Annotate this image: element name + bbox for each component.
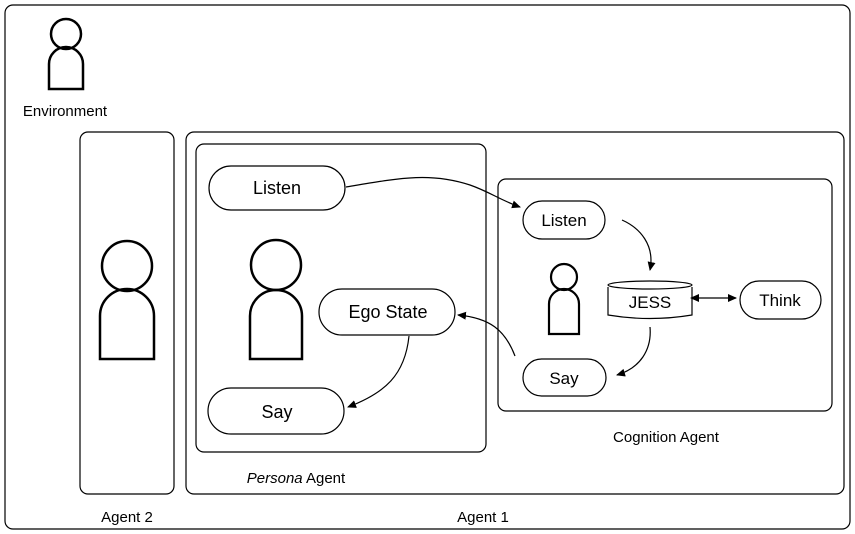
environment-label: Environment bbox=[23, 103, 108, 120]
persona-say-label: Say bbox=[261, 402, 292, 422]
arrow-persona-listen-to-cognition-listen bbox=[345, 176, 521, 209]
agent2-label: Agent 2 bbox=[101, 509, 153, 526]
persona-say-node bbox=[207, 387, 345, 435]
persona-agent-label-italic: Persona bbox=[247, 470, 303, 487]
agent1-box bbox=[185, 131, 845, 495]
ego-state-node bbox=[318, 288, 456, 336]
jess-label: JESS bbox=[629, 293, 672, 312]
persona-listen-node bbox=[208, 165, 346, 211]
cognition-agent-label: Cognition Agent bbox=[613, 429, 720, 446]
cognition-agent-box bbox=[497, 178, 833, 412]
persona-agent-label-rest: Agent bbox=[303, 470, 346, 487]
cognition-person-icon bbox=[547, 262, 581, 336]
agent2-box bbox=[79, 131, 175, 495]
think-label: Think bbox=[759, 291, 801, 310]
cognition-say-label: Say bbox=[549, 369, 579, 388]
environment-person-icon bbox=[47, 17, 85, 91]
persona-person-icon bbox=[248, 238, 304, 361]
cognition-say-node bbox=[522, 358, 607, 397]
cognition-listen-node bbox=[522, 200, 606, 240]
persona-listen-label: Listen bbox=[253, 178, 301, 198]
ego-state-label: Ego State bbox=[348, 302, 427, 322]
persona-agent-box bbox=[195, 143, 487, 453]
arrow-ego-state-to-persona-say bbox=[347, 335, 410, 408]
arrow-cognition-listen-to-jess bbox=[621, 219, 656, 271]
persona-agent-label: Persona Agent bbox=[247, 470, 346, 487]
agent1-label: Agent 1 bbox=[457, 509, 509, 526]
arrow-cognition-say-to-ego-state bbox=[457, 311, 516, 357]
outer-frame bbox=[4, 4, 851, 530]
arrow-jess-to-cognition-say bbox=[616, 326, 651, 377]
think-node bbox=[739, 280, 822, 320]
cognition-listen-label: Listen bbox=[541, 211, 586, 230]
agent2-person-icon bbox=[98, 239, 156, 361]
jess-database-icon bbox=[607, 280, 693, 320]
